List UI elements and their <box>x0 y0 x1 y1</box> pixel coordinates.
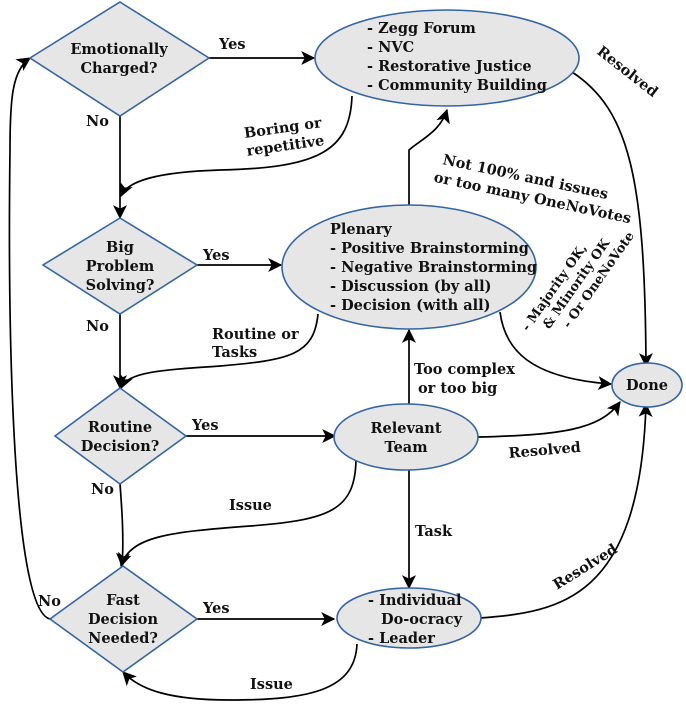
label-majority: - Majority OK,& Minority OK- Or OneNoVot… <box>519 211 638 353</box>
node-label: Problem <box>86 258 155 275</box>
edge-fast-to-emotional <box>8 57 51 620</box>
node-label: Plenary <box>330 221 392 238</box>
label-yes: Yes <box>191 417 218 434</box>
node-label: - Leader <box>368 630 435 647</box>
node-label: - Negative Brainstorming <box>330 259 537 276</box>
node-label: - Positive Brainstorming <box>330 240 529 257</box>
label-too-complex: Too complex or too big <box>414 361 515 397</box>
label-issue: Issue <box>250 676 293 693</box>
edge-zegg-to-done <box>571 71 653 368</box>
node-label: Relevant <box>370 420 441 437</box>
edge-plenary-to-routine <box>119 313 319 390</box>
edge-individual-to-fast <box>122 643 358 701</box>
node-label: Decision? <box>81 438 160 455</box>
node-done: Done <box>611 362 683 408</box>
node-label: Needed? <box>88 630 158 647</box>
label-boring-repetitive: Boring orrepetitive <box>243 114 326 160</box>
node-plenary: Plenary - Positive Brainstorming - Negativ… <box>281 204 537 330</box>
node-label: Solving? <box>86 277 155 294</box>
label-issue: Issue <box>229 497 272 514</box>
label-no: No <box>86 318 109 335</box>
node-label: - Discussion (by all) <box>330 278 492 295</box>
node-label: - Zegg Forum <box>367 20 477 37</box>
node-label: - Individual <box>368 592 462 609</box>
edge-routine-to-fast <box>116 483 130 568</box>
node-label: Routine <box>88 419 152 436</box>
label-yes: Yes <box>218 36 245 53</box>
label-no: No <box>38 593 61 610</box>
node-zegg-forum: - Zegg Forum - NVC - Restorative Justice - … <box>314 9 580 107</box>
svg-text:- Zegg Forum- NVC- Restorative: - Zegg Forum - NVC - Restorative Justice - … <box>367 20 547 94</box>
label-yes: Yes <box>202 247 229 264</box>
node-label: Charged? <box>80 60 157 77</box>
edges <box>8 51 653 701</box>
svg-text:Plenary- Positive Brainstormin: Plenary - Positive Brainstorming - Negativ… <box>330 221 537 314</box>
label-resolved: Resolved <box>550 541 620 594</box>
label-line: or too big <box>418 380 497 397</box>
node-label: - NVC <box>367 39 414 56</box>
node-label: Emotionally <box>70 41 168 58</box>
node-label: Team <box>384 439 428 456</box>
label-line: Tasks <box>212 344 257 361</box>
node-label: - Community Building <box>367 77 547 94</box>
node-label: - Restorative Justice <box>367 58 532 75</box>
edge-plenary-to-done <box>499 311 613 391</box>
label-resolved: Resolved <box>594 43 662 101</box>
label-no: No <box>86 113 109 130</box>
edge-team-to-fast <box>117 459 357 568</box>
label-resolved: Resolved <box>508 439 582 462</box>
edge-plenary-to-zegg <box>408 108 450 206</box>
label-task: Task <box>415 523 453 540</box>
edge-individual-to-done <box>479 402 653 619</box>
node-label: Fast <box>106 592 140 609</box>
label-no: No <box>91 481 114 498</box>
node-label: Big <box>106 239 134 256</box>
node-label: Done <box>626 377 668 394</box>
node-label: Do-ocracy <box>381 611 463 628</box>
node-label: Decision <box>88 611 158 628</box>
label-line: Routine or <box>212 326 299 343</box>
node-label: - Decision (with all) <box>330 297 491 314</box>
label-line: Too complex <box>414 361 515 378</box>
edge-team-to-done <box>477 401 621 438</box>
label-yes: Yes <box>202 600 229 617</box>
edge-zegg-to-big <box>119 95 353 198</box>
